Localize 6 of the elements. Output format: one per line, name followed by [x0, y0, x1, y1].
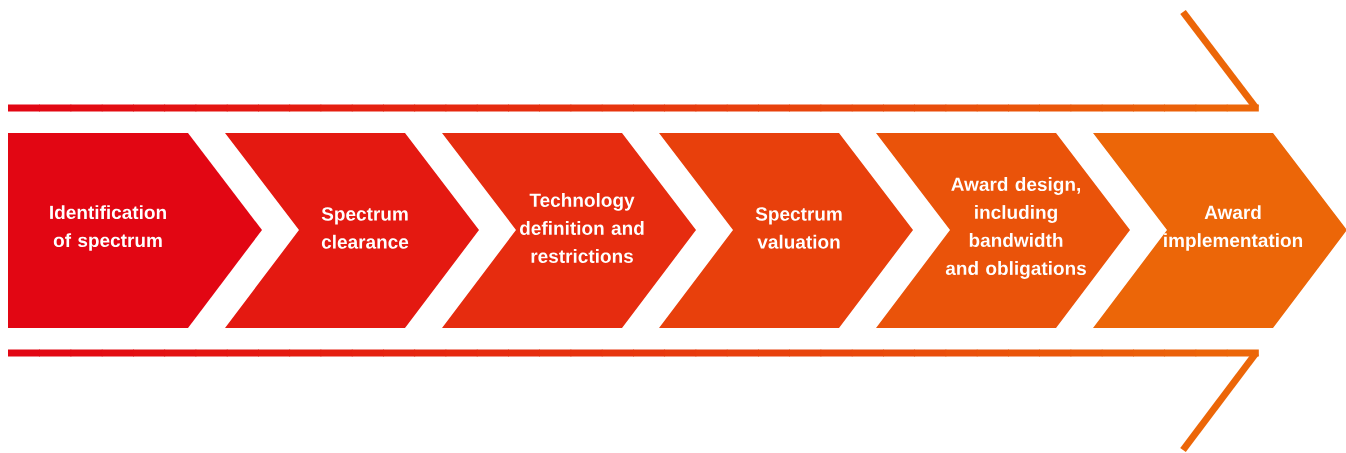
chevron-box: Spectrum clearance [225, 133, 479, 328]
chevron-box: Spectrum valuation [659, 133, 913, 328]
chevron-box: Identification of spectrum [8, 133, 262, 328]
chevron-box: Award design, including bandwidth and obligations [876, 133, 1130, 328]
chevron-box: Technology definition and restrictions [442, 133, 696, 328]
chevron-box: Award implementation [1093, 133, 1346, 328]
